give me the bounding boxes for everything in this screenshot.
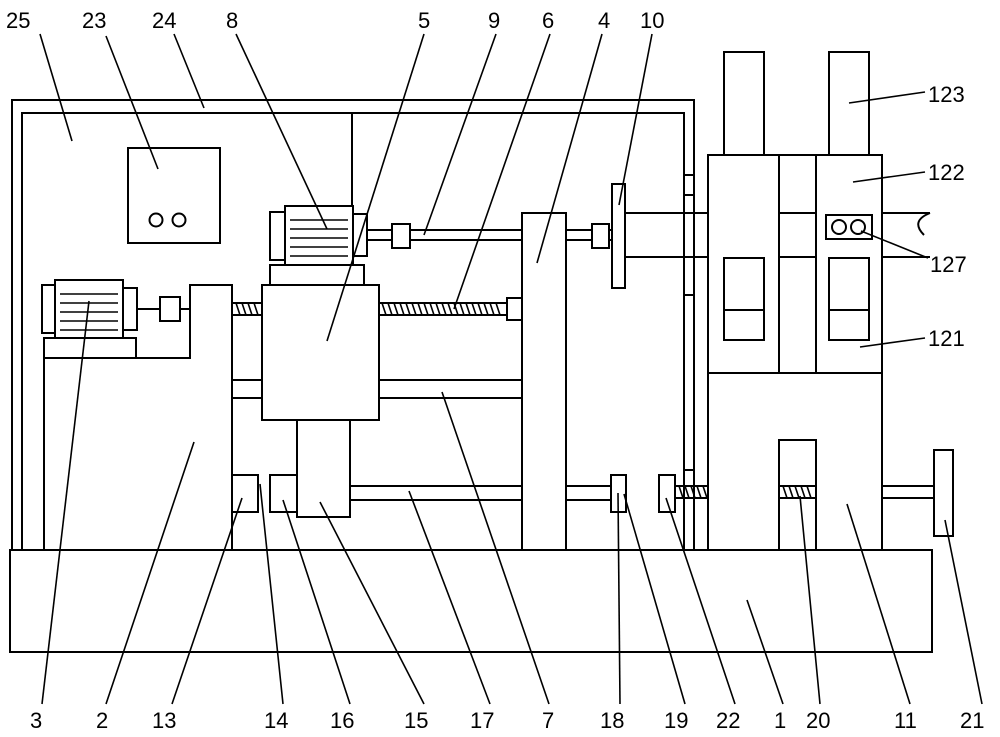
callout-23: 23 [82,8,106,33]
screw-20-threads [782,485,812,499]
callout-21: 21 [960,708,984,733]
rod-17-right [565,485,613,501]
handwheel-21 [933,449,954,537]
slider-arm-15 [296,419,351,518]
control-button-right [171,212,187,228]
callout-5: 5 [418,8,430,33]
callout-13: 13 [152,708,176,733]
handwheel-rod-21 [881,485,935,499]
callout-25: 25 [6,8,30,33]
callout-2: 2 [96,708,108,733]
callout-24: 24 [152,8,176,33]
motor-3 [41,279,138,339]
clamp-left [723,257,765,311]
callout-14: 14 [264,708,288,733]
callout-18: 18 [600,708,624,733]
callout-22: 22 [716,708,740,733]
lead-screw-threads [235,302,501,316]
lead-screw-bearing [506,297,524,321]
shaft-9-coupling [391,223,411,249]
callout-19: 19 [664,708,688,733]
stop-22 [658,474,676,513]
motor-8 [269,205,368,266]
cylinder-123-right [828,51,870,156]
vertical-plate-4 [521,212,567,551]
callout-16: 16 [330,708,354,733]
disc-10 [611,183,626,289]
callout-4: 4 [598,8,610,33]
callout-6: 6 [542,8,554,33]
callout-123: 123 [928,82,965,107]
stop-16 [269,474,298,513]
clamp-right [828,257,870,311]
disc-10-rod [624,212,709,258]
callout-8: 8 [226,8,238,33]
callout-121: 121 [928,326,965,351]
callout-7: 7 [542,708,554,733]
callout-127: 127 [930,252,967,277]
callout-10: 10 [640,8,664,33]
callout-9: 9 [488,8,500,33]
cut-line [882,212,931,258]
callout-1: 1 [774,708,786,733]
gap-cover [778,212,817,258]
cylinder-123-left [723,51,765,156]
motor-mount [43,337,137,359]
slider-block-5 [261,284,380,421]
callout-11: 11 [894,708,917,733]
shaft-10-coupling [591,223,610,249]
callout-122: 122 [928,160,965,185]
frame-right-column [683,174,695,551]
roller-127-left [831,219,847,235]
callout-20: 20 [806,708,830,733]
rod-17 [349,485,523,501]
control-button-left [148,212,164,228]
callout-17: 17 [470,708,494,733]
clamp-left-pad [723,309,765,341]
callout-3: 3 [30,708,42,733]
support-block-2 [43,284,233,551]
clamp-right-pad [828,309,870,341]
motor-3-coupling [159,296,181,322]
leader-lines [39,33,983,705]
base-1 [9,549,933,653]
control-box-23 [127,147,221,244]
stop-13 [231,474,259,513]
shaft-9 [366,229,523,241]
callout-15: 15 [404,708,428,733]
